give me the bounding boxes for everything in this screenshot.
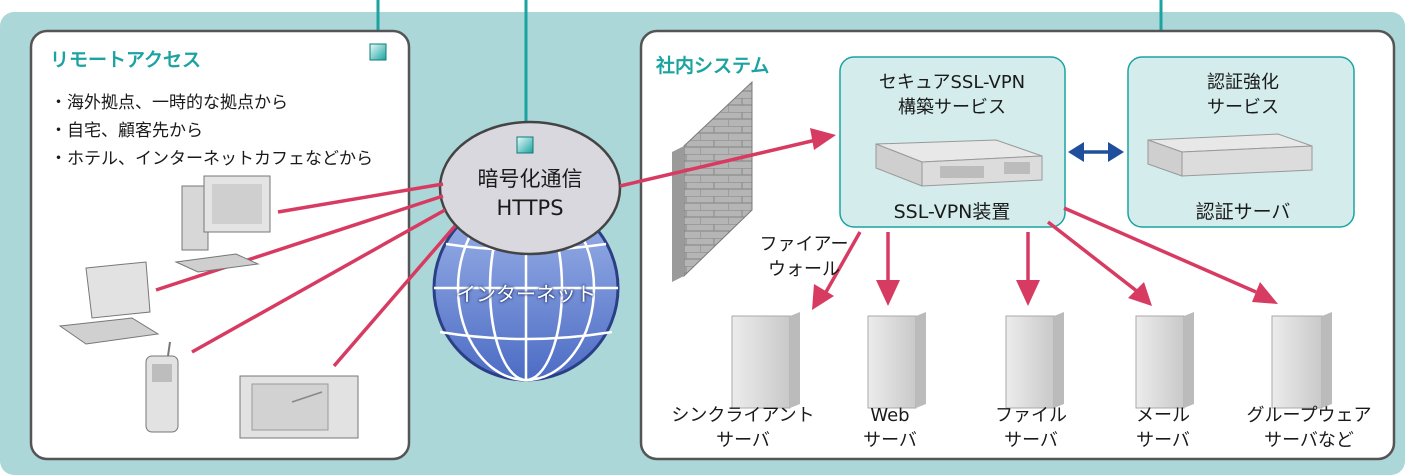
server-label-thin-client: シンクライアント サーバ bbox=[671, 403, 814, 453]
remote-bullet-2: ・自宅、顧客先から bbox=[50, 121, 203, 141]
remote-access-panel bbox=[29, 29, 411, 461]
firewall-wall bbox=[672, 80, 753, 282]
server-4-line-1: グループウェア bbox=[1246, 405, 1372, 426]
ssl-box-line-2: 構築サービス bbox=[898, 97, 1006, 118]
internet-label: インターネット bbox=[456, 282, 596, 306]
internal-system-title: 社内システム bbox=[656, 55, 770, 77]
server-towers bbox=[731, 312, 1332, 409]
ssl-vpn-device-label: SSL-VPN装置 bbox=[893, 201, 1011, 223]
server-label-mail: メール サーバ bbox=[1136, 403, 1190, 453]
tablet-device bbox=[239, 375, 359, 439]
marker-https bbox=[516, 136, 534, 154]
server-0-line-2: サーバ bbox=[716, 430, 770, 451]
auth-service-label: 認証強化 サービス bbox=[1207, 70, 1279, 120]
server-label-groupware: グループウェア サーバなど bbox=[1247, 403, 1372, 453]
server-label-file: ファイル サーバ bbox=[995, 403, 1067, 453]
firewall-line-2: ウォール bbox=[767, 259, 840, 280]
remote-bullet-1: ・海外拠点、一時的な拠点から bbox=[50, 93, 288, 113]
server-2-line-2: サーバ bbox=[1004, 430, 1058, 451]
encryption-line-1: 暗号化通信 bbox=[477, 167, 583, 191]
auth-box-line-1: 認証強化 bbox=[1207, 72, 1279, 93]
firewall-line-1: ファイアー bbox=[759, 234, 849, 255]
desktop-pc-device bbox=[174, 175, 271, 273]
server-3-line-1: メール bbox=[1136, 405, 1190, 426]
laptop-device bbox=[58, 261, 160, 345]
firewall-label: ファイアー ウォール bbox=[760, 232, 849, 282]
encryption-ellipse bbox=[438, 120, 622, 256]
remote-access-title: リモートアクセス bbox=[50, 49, 202, 71]
server-0-line-1: シンクライアント bbox=[671, 405, 815, 426]
server-3-line-2: サーバ bbox=[1136, 430, 1190, 451]
encryption-line-2: HTTPS bbox=[496, 196, 564, 220]
marker-remote bbox=[369, 43, 387, 61]
server-2-line-1: ファイル bbox=[995, 405, 1067, 426]
ssl-vpn-appliance bbox=[875, 139, 1043, 187]
auth-box-line-2: サービス bbox=[1207, 97, 1279, 118]
ssl-box-line-1: セキュアSSL-VPN bbox=[878, 72, 1026, 93]
server-arrows bbox=[824, 206, 1257, 294]
server-label-web: Web サーバ bbox=[863, 403, 917, 453]
server-4-line-2: サーバなど bbox=[1264, 430, 1354, 451]
client-connections bbox=[155, 182, 457, 368]
server-1-line-2: サーバ bbox=[863, 430, 917, 451]
server-1-line-1: Web bbox=[870, 405, 910, 426]
encryption-label: 暗号化通信 HTTPS bbox=[478, 165, 583, 223]
auth-server-label: 認証サーバ bbox=[1195, 201, 1291, 223]
mobile-phone-device bbox=[145, 341, 179, 433]
auth-server-appliance bbox=[1147, 133, 1313, 177]
ssl-vpn-service-label: セキュアSSL-VPN 構築サービス bbox=[879, 70, 1025, 120]
remote-bullet-3: ・ホテル、インターネットカフェなどから bbox=[50, 149, 373, 169]
